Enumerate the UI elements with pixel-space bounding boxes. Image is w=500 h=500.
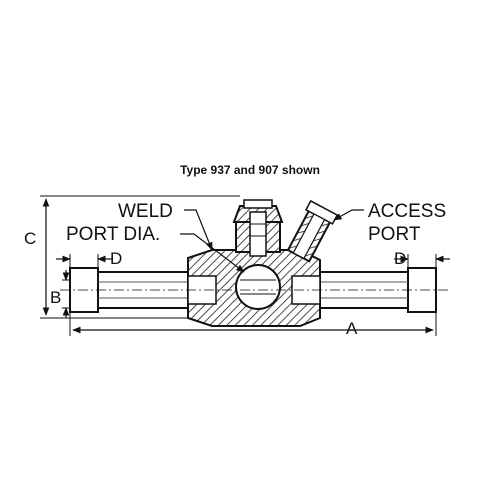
dim-label-b: B	[50, 288, 61, 307]
label-port: PORT	[368, 224, 421, 245]
weld-leader	[184, 209, 213, 251]
label-weld: WELD	[118, 201, 173, 222]
access-port-leader	[333, 209, 364, 221]
label-access: ACCESS	[368, 201, 446, 222]
valve-body	[187, 249, 321, 327]
valve-stem	[232, 199, 284, 257]
dim-label-a: A	[346, 319, 358, 338]
port-dia-leader	[180, 233, 245, 273]
dimension-d-left	[56, 254, 112, 268]
dim-label-c: C	[24, 229, 36, 248]
dimension-d-right	[394, 254, 450, 268]
figure-caption: Type 937 and 907 shown	[180, 163, 320, 177]
dim-label-d-right: D	[394, 249, 406, 268]
dimension-c	[40, 195, 240, 319]
dimension-a	[69, 312, 437, 336]
ball	[235, 264, 281, 310]
label-port-dia: PORT DIA.	[66, 224, 160, 245]
dimension-b	[62, 270, 70, 318]
dim-label-d-left: D	[110, 249, 122, 268]
access-port	[286, 199, 339, 263]
